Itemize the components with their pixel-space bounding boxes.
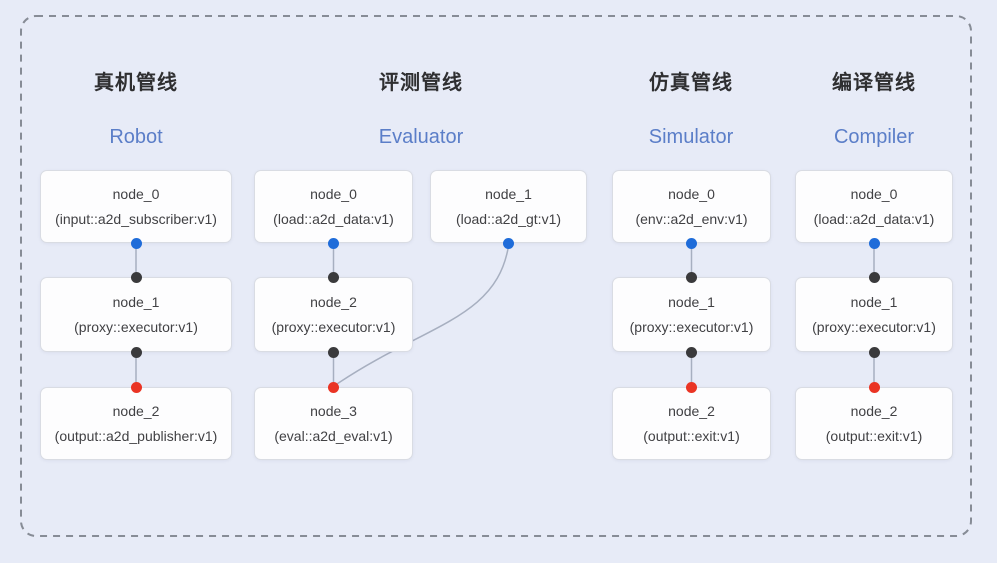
port-source-dot bbox=[130, 237, 142, 249]
node-name: node_0 bbox=[112, 185, 160, 202]
pipeline-title-en-simulator: Simulator bbox=[648, 126, 734, 148]
node-impl: (input::a2d_subscriber:v1) bbox=[55, 210, 217, 227]
node-impl: (env::a2d_env:v1) bbox=[635, 210, 748, 227]
node-card-sim-1: node_1 (proxy::executor:v1) bbox=[612, 277, 771, 352]
node-card-comp-1: node_1 (proxy::executor:v1) bbox=[795, 277, 953, 352]
node-card-sim-2: node_2 (output::exit:v1) bbox=[612, 387, 771, 460]
node-name: node_3 bbox=[310, 402, 357, 419]
node-name: node_1 bbox=[485, 185, 532, 202]
pipeline-title-en-compiler: Compiler bbox=[833, 126, 915, 148]
port-mid-dot bbox=[686, 271, 697, 283]
port-mid-dot bbox=[868, 346, 880, 358]
pipeline-title-cn-robot: 真机管线 bbox=[94, 72, 178, 94]
node-impl: (load::a2d_data:v1) bbox=[273, 210, 394, 227]
dashed-frame bbox=[20, 15, 972, 537]
node-impl: (proxy::executor:v1) bbox=[629, 318, 754, 335]
node-impl: (proxy::executor:v1) bbox=[812, 318, 936, 335]
node-name: node_2 bbox=[112, 402, 160, 419]
port-mid-dot bbox=[868, 271, 880, 283]
node-impl: (output::exit:v1) bbox=[643, 427, 740, 444]
node-name: node_2 bbox=[668, 402, 715, 419]
pipeline-title-cn-compiler: 编译管线 bbox=[832, 72, 916, 94]
port-mid-dot bbox=[328, 346, 339, 358]
port-sink-dot bbox=[686, 381, 697, 393]
node-card-robot-1: node_1 (proxy::executor:v1) bbox=[40, 277, 232, 352]
node-card-eval-2: node_2 (proxy::executor:v1) bbox=[254, 277, 413, 352]
port-mid-dot bbox=[686, 346, 697, 358]
node-impl: (proxy::executor:v1) bbox=[271, 318, 396, 335]
node-name: node_2 bbox=[310, 293, 357, 310]
port-source-dot bbox=[868, 237, 880, 249]
node-card-robot-2: node_2 (output::a2d_publisher:v1) bbox=[40, 387, 232, 460]
port-sink-dot bbox=[130, 381, 142, 393]
node-impl: (load::a2d_gt:v1) bbox=[455, 210, 562, 227]
node-card-eval-0: node_0 (load::a2d_data:v1) bbox=[254, 170, 413, 243]
node-impl: (proxy::executor:v1) bbox=[74, 318, 198, 335]
pipeline-title-cn-evaluator: 评测管线 bbox=[379, 72, 463, 94]
port-source-dot bbox=[686, 237, 697, 249]
node-name: node_1 bbox=[850, 293, 898, 310]
wire-eval-gt-3-curve bbox=[333, 245, 510, 387]
port-sink-dot bbox=[328, 381, 339, 393]
port-sink-dot bbox=[868, 381, 880, 393]
port-mid-dot bbox=[328, 271, 339, 283]
node-card-comp-2: node_2 (output::exit:v1) bbox=[795, 387, 953, 460]
port-mid-dot bbox=[130, 271, 142, 283]
node-impl: (output::a2d_publisher:v1) bbox=[54, 427, 218, 444]
node-card-eval-3: node_3 (eval::a2d_eval:v1) bbox=[254, 387, 413, 460]
node-name: node_0 bbox=[310, 185, 357, 202]
node-impl: (eval::a2d_eval:v1) bbox=[274, 427, 393, 444]
node-name: node_0 bbox=[668, 185, 715, 202]
node-impl: (output::exit:v1) bbox=[825, 427, 923, 444]
node-impl: (load::a2d_data:v1) bbox=[813, 210, 935, 227]
node-name: node_1 bbox=[668, 293, 715, 310]
node-name: node_1 bbox=[112, 293, 160, 310]
port-source-dot bbox=[328, 237, 339, 249]
node-card-sim-0: node_0 (env::a2d_env:v1) bbox=[612, 170, 771, 243]
port-mid-dot bbox=[130, 346, 142, 358]
node-name: node_0 bbox=[850, 185, 898, 202]
node-card-comp-0: node_0 (load::a2d_data:v1) bbox=[795, 170, 953, 243]
node-card-robot-0: node_0 (input::a2d_subscriber:v1) bbox=[40, 170, 232, 243]
node-name: node_2 bbox=[850, 402, 898, 419]
pipeline-title-en-evaluator: Evaluator bbox=[378, 126, 464, 148]
node-card-eval-1-gt: node_1 (load::a2d_gt:v1) bbox=[430, 170, 587, 243]
pipeline-title-en-robot: Robot bbox=[109, 126, 163, 148]
port-source-dot bbox=[503, 237, 514, 249]
pipeline-title-cn-simulator: 仿真管线 bbox=[649, 72, 733, 94]
